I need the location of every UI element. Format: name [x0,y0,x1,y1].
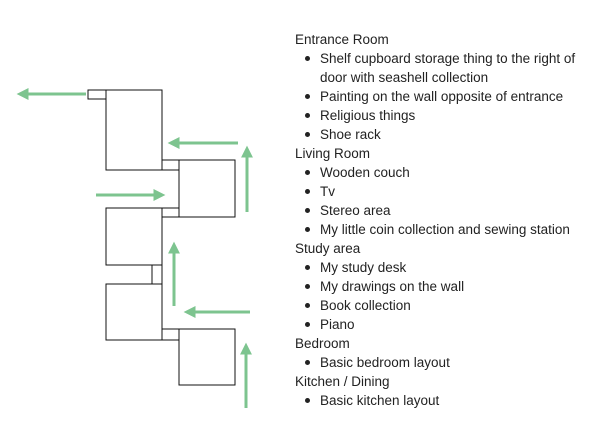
room-heading: Kitchen / Dining [295,374,390,389]
room-item: My drawings on the wall [305,277,595,296]
connector-box-1 [161,159,180,171]
connector-box-4 [161,328,180,341]
room-item: My little coin collection and sewing sta… [305,220,595,239]
room-item-list: Basic kitchen layout [295,391,595,410]
room-item: Piano [305,315,595,334]
connector-box-3 [151,264,163,285]
room-item: Painting on the wall opposite of entranc… [305,87,595,106]
room-item: Stereo area [305,201,595,220]
room-item: Book collection [305,296,595,315]
room-item: Shoe rack [305,125,595,144]
room-item: Shelf cupboard storage thing to the righ… [305,49,595,87]
room-item: Basic kitchen layout [305,391,595,410]
entrance-door-box [87,89,107,100]
room-item: Basic bedroom layout [305,353,595,372]
room-item-list: Basic bedroom layout [295,353,595,372]
room-heading: Bedroom [295,336,350,351]
room-box-kitchen [178,328,236,386]
room-box-study [105,207,163,266]
room-item: Religious things [305,106,595,125]
room-heading: Study area [295,241,361,256]
floor-plan-drawing [16,88,253,408]
room-heading: Living Room [295,146,371,161]
connector-box-2 [161,207,180,218]
room-box-bedroom [105,283,163,341]
room-item: Tv [305,182,595,201]
room-box-entrance [105,89,163,171]
room-item: My study desk [305,258,595,277]
room-box-living [178,159,236,218]
room-heading: Entrance Room [295,32,389,47]
room-item: Wooden couch [305,163,595,182]
room-item-list: Shelf cupboard storage thing to the righ… [295,49,595,144]
